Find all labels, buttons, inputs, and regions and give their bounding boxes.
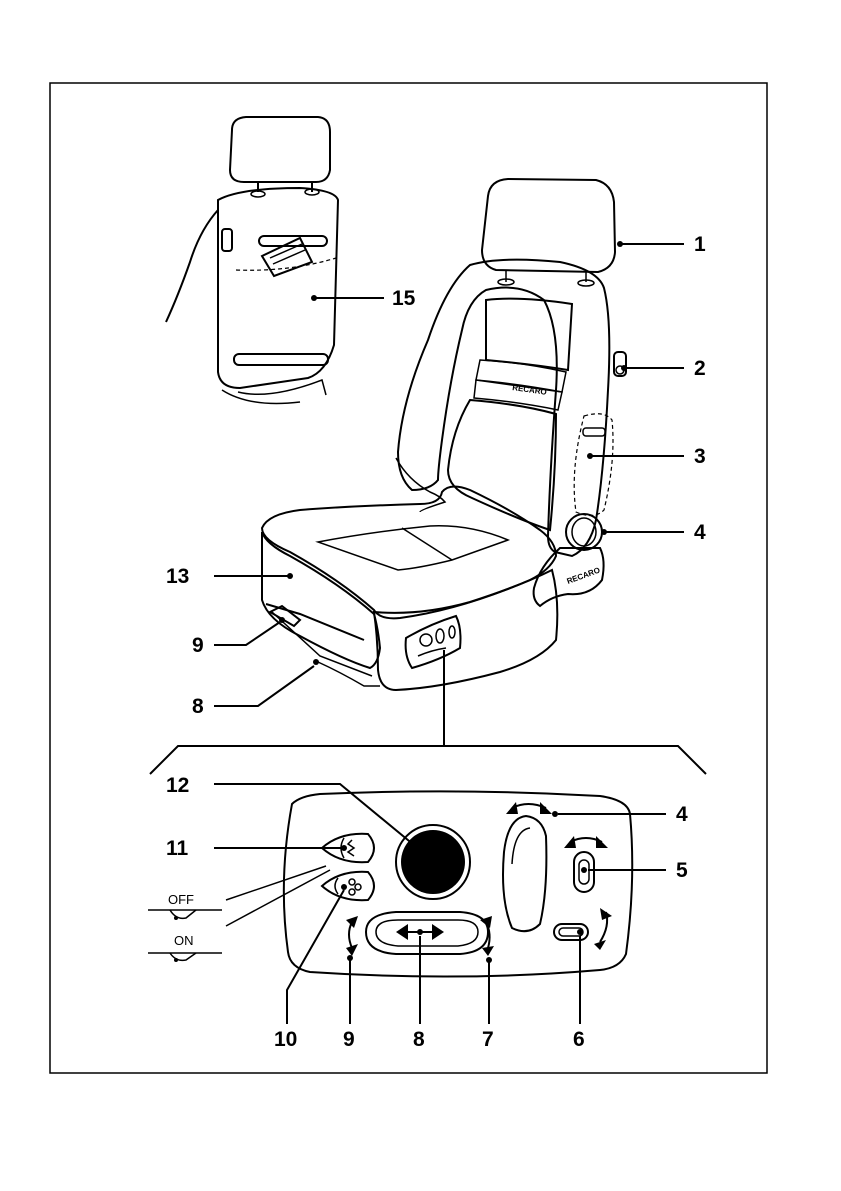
arrow-8-head-right	[432, 924, 444, 940]
callout-dot-p5	[581, 867, 587, 873]
callout-dot-p6	[577, 929, 583, 935]
off-notch	[170, 910, 196, 918]
seat-switch-rocker-2	[449, 626, 455, 638]
zoom-bracket	[150, 746, 706, 774]
arrow-8-head-left	[396, 924, 408, 940]
vent-icon-blade	[349, 889, 355, 895]
callout-p11: 11	[166, 837, 189, 860]
cushion-center-panel	[318, 526, 508, 570]
callout-1: 1	[694, 233, 706, 256]
arrow-9	[349, 922, 352, 948]
callout-line-9	[214, 622, 280, 645]
lumbar-dial	[401, 830, 465, 894]
arrow-4-head-right	[540, 802, 552, 814]
figure-frame	[50, 83, 767, 1073]
seat-switch-rocker	[436, 629, 444, 643]
callout-line-8	[214, 666, 314, 706]
callout-3: 3	[694, 445, 706, 468]
callout-p12: 12	[166, 774, 189, 797]
vent-icon-blade	[349, 879, 355, 885]
callout-p6: 6	[573, 1028, 585, 1051]
rear-magazine-line	[273, 250, 305, 264]
vent-icon-blade	[355, 884, 361, 890]
callout-dot-p10	[341, 884, 347, 890]
main-back-lower-panel	[448, 400, 556, 530]
callout-dot-p8	[417, 929, 423, 935]
main-back-upper-panel	[486, 299, 572, 370]
rear-base-contour-2	[222, 390, 300, 404]
back-lever	[614, 352, 626, 376]
callout-p4: 4	[676, 803, 688, 826]
seat-back-rear-view	[166, 117, 384, 404]
vent-button-arc	[335, 878, 338, 894]
callout-4: 4	[694, 521, 706, 544]
backrest-switch-highlight	[512, 828, 530, 864]
off-label: OFF	[168, 892, 194, 907]
side-airbag-stitch	[574, 414, 613, 516]
callout-p10: 10	[274, 1028, 297, 1051]
seat-bar	[318, 662, 380, 686]
arrow-5-head-left	[564, 836, 576, 848]
line-off-state	[226, 870, 330, 926]
recliner-brand: RECARO	[566, 566, 602, 586]
rear-slot-bottom	[234, 354, 328, 365]
callout-line-p10	[287, 890, 344, 1024]
seat-main-view: RECARO RECARO	[262, 179, 626, 690]
arrow-7-head-down	[482, 946, 494, 956]
rear-back-shell	[218, 188, 338, 388]
off-indicator: OFF	[148, 892, 222, 920]
rear-side-contour	[166, 210, 218, 322]
arrow-9-head-up	[346, 916, 358, 928]
callout-dot-8	[313, 659, 319, 665]
callout-2: 2	[694, 357, 706, 380]
arrow-6-head-up	[600, 908, 612, 920]
callout-8: 8	[192, 695, 204, 718]
seat-switch-knob	[420, 634, 432, 646]
arrow-5-head-right	[596, 836, 608, 848]
callout-13: 13	[166, 565, 189, 588]
rear-lever	[222, 229, 232, 251]
rear-headrest	[230, 117, 330, 182]
cushion-seam	[402, 528, 452, 560]
side-airbag-label	[583, 428, 605, 436]
arrow-4-head-left	[506, 802, 518, 814]
callout-dot-p4	[552, 811, 558, 817]
backrest-switch	[503, 816, 546, 931]
main-back-brand: RECARO	[512, 383, 548, 397]
callout-p8: 8	[413, 1028, 425, 1051]
cushion-side-panel	[374, 570, 557, 690]
callout-9: 9	[192, 634, 204, 657]
on-label: ON	[174, 933, 194, 948]
callout-p5: 5	[676, 859, 688, 882]
rear-pocket-stitch	[236, 258, 336, 270]
heat-icon	[348, 840, 354, 856]
callout-15: 15	[392, 287, 416, 310]
off-dot	[174, 916, 178, 920]
line-on-state	[226, 866, 326, 900]
seat-cushion	[262, 486, 556, 618]
seat-switch-panel	[406, 616, 461, 668]
on-dot	[174, 958, 178, 962]
on-indicator: ON	[148, 933, 222, 962]
rear-magazine	[262, 238, 312, 276]
seat-switch-bar	[418, 648, 446, 656]
on-notch	[170, 953, 196, 960]
vent-button	[322, 872, 374, 900]
main-headrest	[482, 179, 615, 272]
callout-p7: 7	[482, 1028, 494, 1051]
callout-p9: 9	[343, 1028, 355, 1051]
